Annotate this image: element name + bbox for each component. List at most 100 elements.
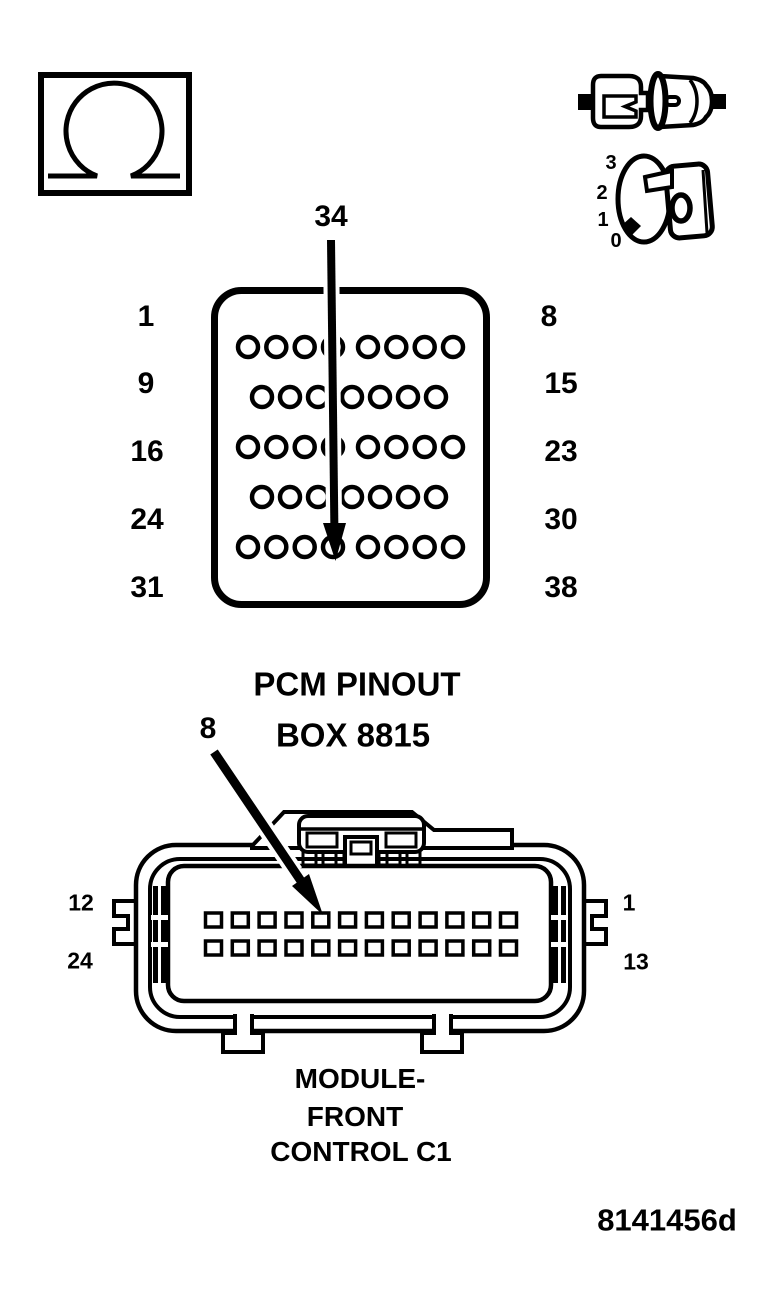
- module-pin-label-12: 12: [68, 889, 94, 916]
- module-pin: [337, 911, 358, 929]
- pcm-pin: [339, 384, 365, 410]
- pcm-pin: [355, 334, 381, 360]
- module-title-line2: FRONT: [306, 1101, 404, 1132]
- pcm-pin: [355, 434, 381, 460]
- module-pin: [230, 939, 251, 957]
- pcm-pin: [395, 384, 421, 410]
- module-pin: [311, 939, 331, 957]
- pcm-pin-label-30: 30: [544, 503, 578, 536]
- pcm-pin: [292, 434, 317, 460]
- module-pin: [471, 939, 492, 957]
- pcm-pin: [264, 534, 289, 560]
- key-position-marker: [621, 217, 641, 236]
- module-pin: [257, 939, 277, 957]
- module-callout-pin-label: 8: [199, 712, 217, 745]
- ohmmeter-icon: [38, 72, 192, 196]
- pcm-connector: [211, 239, 490, 608]
- module-pin: [498, 911, 519, 929]
- module-pin: [445, 939, 465, 957]
- pcm-callout-pin-label: 34: [314, 200, 348, 233]
- pcm-pin: [440, 434, 466, 460]
- module-pin: [284, 911, 304, 929]
- pcm-connector-body: [211, 287, 490, 608]
- pcm-title-line2: BOX 8815: [275, 716, 431, 754]
- pcm-pin: [423, 484, 449, 510]
- ignition-position-2: 2: [596, 182, 608, 204]
- module-pin-field: [203, 911, 519, 957]
- module-pin: [203, 939, 224, 957]
- pcm-pin-label-9: 9: [137, 367, 155, 400]
- module-pin-label-1: 1: [622, 889, 636, 916]
- pcm-pin-label-24: 24: [130, 503, 164, 536]
- module-pin: [498, 939, 519, 957]
- module-pin-cavity: [165, 863, 554, 1004]
- pcm-pin: [292, 334, 317, 360]
- pcm-pin: [395, 484, 421, 510]
- module-pin: [391, 939, 411, 957]
- module-right-tab: [584, 899, 608, 946]
- pcm-pin: [277, 384, 303, 410]
- module-pin: [337, 939, 358, 957]
- pcm-pin: [264, 334, 289, 360]
- pcm-pin: [235, 334, 261, 360]
- pcm-title-line1: PCM PINOUT: [253, 665, 461, 703]
- module-pin: [364, 939, 385, 957]
- pcm-pin: [367, 484, 393, 510]
- module-pin: [257, 911, 277, 929]
- ignition-key-off-icon: [615, 153, 715, 245]
- module-pin: [445, 911, 465, 929]
- ignition-position-3: 3: [605, 152, 617, 174]
- pcm-pin-label-23: 23: [544, 435, 578, 468]
- pcm-pin: [292, 534, 317, 560]
- module-right-foot: [420, 1014, 464, 1054]
- module-pin: [391, 911, 411, 929]
- pcm-pin: [367, 384, 393, 410]
- disconnected-connector-icon: [578, 71, 726, 131]
- pcm-pin: [440, 534, 466, 560]
- pcm-pin: [384, 334, 409, 360]
- module-pin: [230, 911, 251, 929]
- module-pin-label-24: 24: [67, 947, 93, 974]
- pcm-pin: [235, 434, 261, 460]
- pcm-pin: [355, 534, 381, 560]
- ignition-position-0: 0: [610, 230, 622, 252]
- pcm-pin-label-1: 1: [137, 300, 155, 333]
- pcm-pin-label-15: 15: [544, 367, 578, 400]
- pcm-pin: [423, 384, 449, 410]
- pcm-pin: [412, 434, 437, 460]
- pcm-pin: [235, 534, 261, 560]
- pcm-pin: [412, 534, 437, 560]
- module-pin: [418, 911, 438, 929]
- module-pin: [471, 911, 492, 929]
- module-side-seals: [151, 886, 568, 983]
- pcm-pin-label-38: 38: [544, 571, 578, 604]
- module-connector: [112, 749, 608, 1054]
- pcm-pin: [384, 434, 409, 460]
- module-title-line3: CONTROL C1: [270, 1136, 452, 1167]
- pcm-pin: [412, 334, 437, 360]
- pcm-pin-label-31: 31: [130, 571, 164, 604]
- pcm-pin: [339, 484, 365, 510]
- pcm-pin: [305, 484, 331, 510]
- module-pin: [203, 911, 224, 929]
- pcm-pin-label-16: 16: [130, 435, 164, 468]
- pcm-callout-arrow: [323, 239, 346, 561]
- pcm-pin-label-8: 8: [540, 300, 558, 333]
- figure-code: 8141456d: [597, 1202, 737, 1238]
- module-pin: [364, 911, 385, 929]
- module-left-foot: [221, 1014, 265, 1054]
- module-title-line1: MODULE-: [294, 1063, 426, 1094]
- pcm-pin: [384, 534, 409, 560]
- module-pin: [284, 939, 304, 957]
- pcm-pin: [277, 484, 303, 510]
- pcm-pin: [249, 484, 275, 510]
- module-pin-label-13: 13: [623, 948, 649, 975]
- pcm-pin: [264, 434, 289, 460]
- ignition-position-1: 1: [597, 209, 609, 231]
- pcm-pin-field: [235, 334, 466, 560]
- pcm-pin: [249, 384, 275, 410]
- module-pin: [311, 911, 331, 929]
- module-left-tab: [112, 899, 136, 946]
- module-callout-arrow: [208, 749, 323, 915]
